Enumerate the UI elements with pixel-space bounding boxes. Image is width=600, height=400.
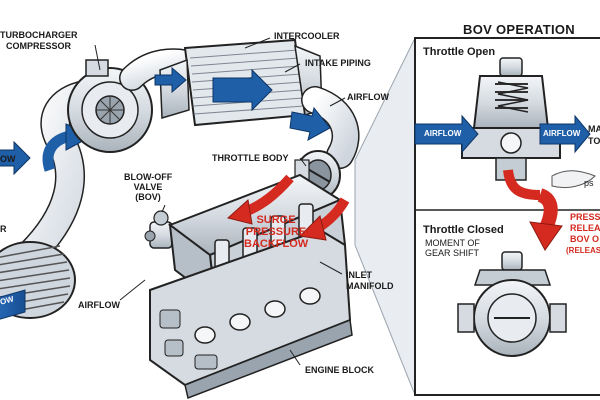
panel-psst: ps	[584, 178, 594, 188]
label-throttle-body: THROTTLE BODY	[212, 153, 289, 163]
label-bov-3: (BOV)	[135, 192, 161, 202]
label-airflow-left: OW	[0, 154, 16, 164]
label-turbocharger: TURBOCHARGER	[0, 30, 78, 40]
label-inlet-2: MANIFOLD	[346, 281, 394, 291]
panel-pressure-4: (RELEASI	[566, 246, 600, 255]
airflow-arrow-panel-out	[539, 114, 591, 154]
bov-valve	[144, 210, 173, 249]
panel-moment-1: MOMENT OF	[425, 238, 480, 248]
label-surge-2: PRESSURE	[245, 226, 307, 238]
label-intake-piping: INTAKE PIPING	[305, 58, 371, 68]
label-inlet-1: INLET	[346, 270, 372, 280]
panel-moment-2: GEAR SHIFT	[425, 248, 480, 258]
intake-piping	[289, 86, 360, 169]
air-filter	[0, 241, 76, 320]
label-surge-1: SURGE	[256, 214, 296, 226]
label-bov-2: VALVE	[133, 182, 163, 192]
surge-arrows	[226, 174, 350, 241]
pressure-release-arrow	[503, 169, 596, 251]
label-intercooler: INTERCOOLER	[274, 31, 340, 41]
leader-lines	[94, 37, 346, 366]
airflow-arrow-panel-in	[414, 114, 479, 154]
panel-pressure-3: BOV O	[570, 234, 600, 244]
label-airflow-top: AIRFLOW	[347, 92, 389, 102]
bov-open-illustration	[461, 57, 561, 181]
panel-airflow-out: AIRFLOW	[543, 129, 581, 138]
panel-airflow-in: AIRFLOW	[424, 129, 462, 138]
intercooler	[154, 38, 323, 127]
panel-title: BOV OPERATION	[463, 22, 576, 37]
label-compressor: COMPRESSOR	[6, 41, 72, 51]
label-surge-3: BACKFLOW	[244, 238, 309, 250]
label-bov-1: BLOW-OFF	[124, 172, 173, 182]
label-engine-block: ENGINE BLOCK	[305, 365, 375, 375]
panel-partial-2: TO	[588, 136, 600, 146]
panel-pressure-1: PRESSU	[570, 212, 600, 222]
panel-partial-1: MA	[588, 124, 600, 134]
label-airflow-bottom: AIRFLOW	[78, 300, 120, 310]
panel-throttle-open: Throttle Open	[423, 46, 496, 58]
airflow-arrow-left-edge	[0, 140, 31, 176]
bov-closed-illustration	[457, 251, 567, 357]
panel-throttle-closed: Throttle Closed	[423, 224, 504, 236]
panel-pressure-2: RELEA	[570, 223, 600, 233]
label-filter-partial: R	[0, 224, 7, 234]
